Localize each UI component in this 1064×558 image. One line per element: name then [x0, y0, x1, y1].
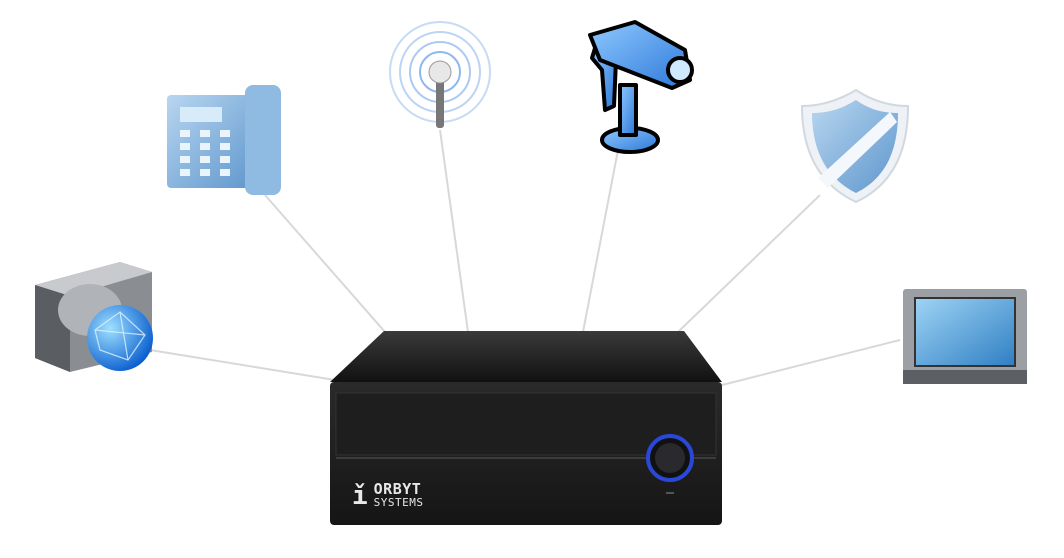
phone-icon	[167, 85, 281, 195]
line-storage	[149, 349, 336, 381]
line-shield	[677, 194, 821, 333]
brand-logo: ǐ ORBYT SYSTEMS	[352, 482, 424, 509]
media-server-device	[330, 331, 722, 525]
brand-subtitle: SYSTEMS	[373, 496, 424, 509]
connection-lines	[149, 129, 901, 386]
antenna-icon	[389, 21, 491, 128]
camera-icon	[588, 20, 694, 154]
logo-mark: ǐ	[352, 480, 368, 511]
hard-drive-globe-icon	[35, 262, 153, 372]
shield-icon	[800, 88, 910, 204]
line-camera	[582, 149, 619, 333]
line-antenna	[439, 129, 469, 333]
tv-icon	[903, 289, 1027, 384]
line-tv	[721, 339, 901, 386]
brand-text: ORBYT SYSTEMS	[374, 482, 424, 509]
line-phone	[264, 194, 386, 333]
brand-name: ORBYT	[373, 480, 422, 498]
